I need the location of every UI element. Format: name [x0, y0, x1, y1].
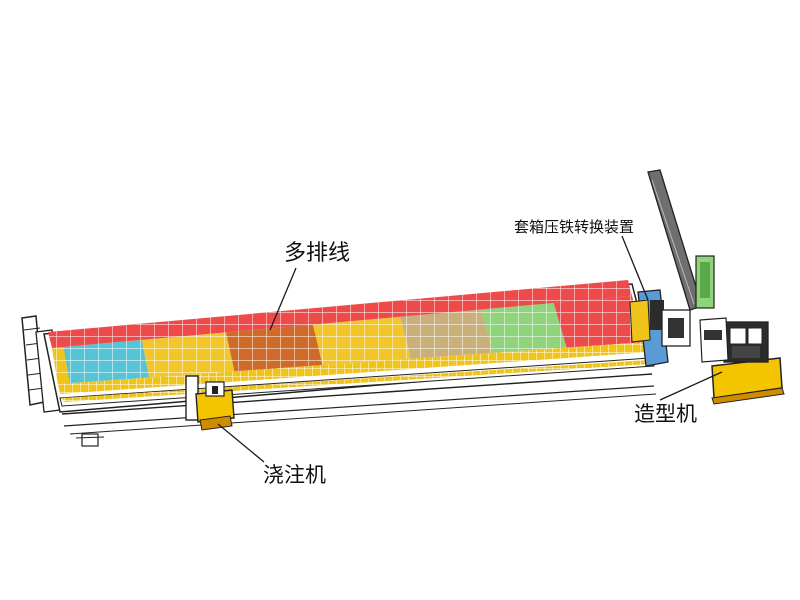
label-molding-machine: 造型机: [634, 402, 697, 426]
leader-flask-transfer: [621, 235, 649, 301]
pouring-machine-graphic: [185, 375, 235, 431]
multi-row-conveyor: [43, 280, 653, 413]
flask-transfer-device: [629, 289, 691, 367]
ground-fixture: [75, 433, 105, 447]
label-flask-transfer: 套箱压铁转换装置: [514, 218, 635, 236]
molding-machine-graphic: [699, 317, 785, 405]
leader-molding-machine: [659, 371, 723, 401]
leader-lines: [217, 235, 723, 463]
label-pouring-machine: 浇注机: [263, 463, 326, 487]
leader-multi-line: [269, 267, 297, 331]
label-multi-line: 多排线: [284, 241, 351, 266]
vertical-arm: [647, 169, 715, 311]
leader-pouring-machine: [217, 423, 265, 463]
